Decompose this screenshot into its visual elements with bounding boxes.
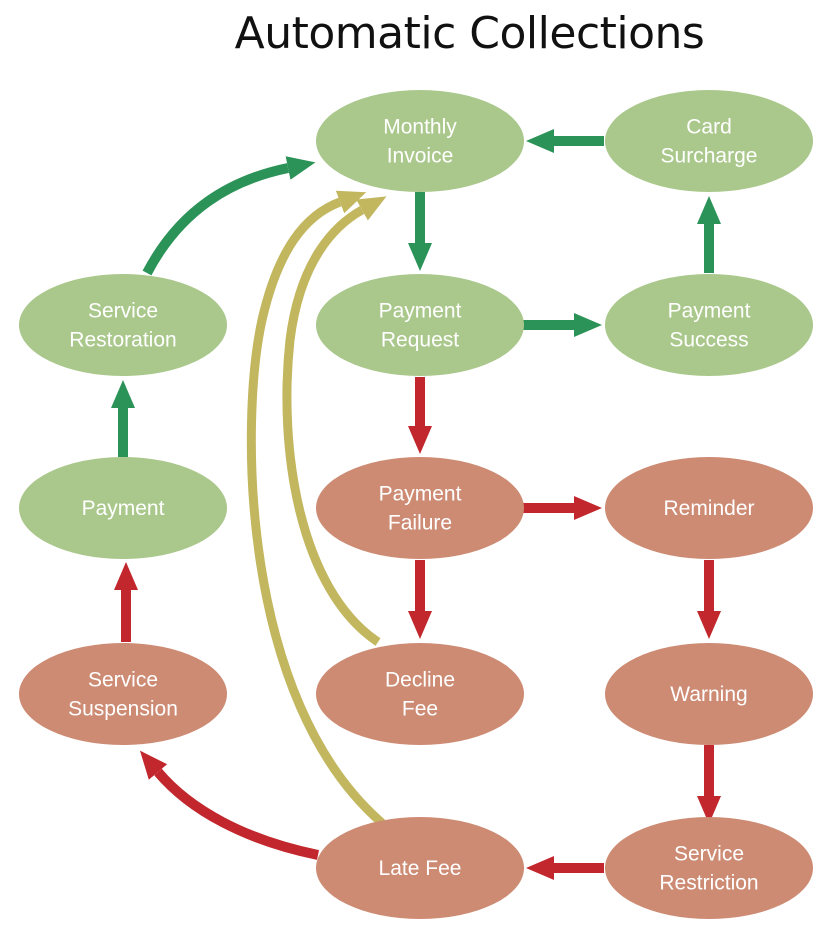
node-shape — [605, 643, 813, 745]
node-label: Suspension — [68, 698, 178, 721]
node-reminder: Reminder — [605, 457, 813, 559]
node-shape — [605, 457, 813, 559]
node-label: Fee — [402, 698, 438, 721]
node-warning: Warning — [605, 643, 813, 745]
node-label: Success — [669, 329, 748, 352]
node-shape — [316, 457, 524, 559]
node-label: Service — [674, 843, 744, 866]
node-shape — [316, 274, 524, 376]
node-label: Monthly — [383, 116, 457, 139]
node-label: Decline — [385, 669, 455, 692]
node-label: Reminder — [663, 497, 754, 520]
node-label: Payment — [379, 300, 462, 323]
node-label: Warning — [670, 683, 747, 706]
node-shape — [19, 274, 227, 376]
edge-late-fee-to-monthly-invoice — [246, 190, 385, 827]
node-shape — [19, 643, 227, 745]
node-shape — [19, 457, 227, 559]
node-shape — [605, 817, 813, 919]
node-label: Restoration — [69, 329, 176, 352]
node-shape — [316, 817, 524, 919]
node-label: Service — [88, 300, 158, 323]
node-label: Request — [381, 329, 459, 352]
node-label: Invoice — [387, 145, 454, 168]
node-label: Card — [686, 116, 732, 139]
node-label: Surcharge — [661, 145, 758, 168]
node-shape — [605, 90, 813, 192]
node-late-fee: Late Fee — [316, 817, 524, 919]
node-shape — [316, 90, 524, 192]
node-label: Service — [88, 669, 158, 692]
node-label: Failure — [388, 512, 452, 535]
node-label: Payment — [379, 483, 462, 506]
edge-decline-fee-to-monthly-invoice — [282, 196, 387, 646]
node-label: Restriction — [659, 872, 758, 895]
node-shape — [605, 274, 813, 376]
node-label: Late Fee — [379, 857, 462, 880]
edge-service-restoration-to-monthly-invoice — [142, 156, 316, 276]
node-payment: Payment — [19, 457, 227, 559]
node-label: Payment — [82, 497, 165, 520]
diagram-title: Automatic Collections — [234, 8, 705, 59]
edge-late-fee-to-service-suspension — [139, 750, 320, 860]
node-shape — [316, 643, 524, 745]
node-label: Payment — [668, 300, 751, 323]
